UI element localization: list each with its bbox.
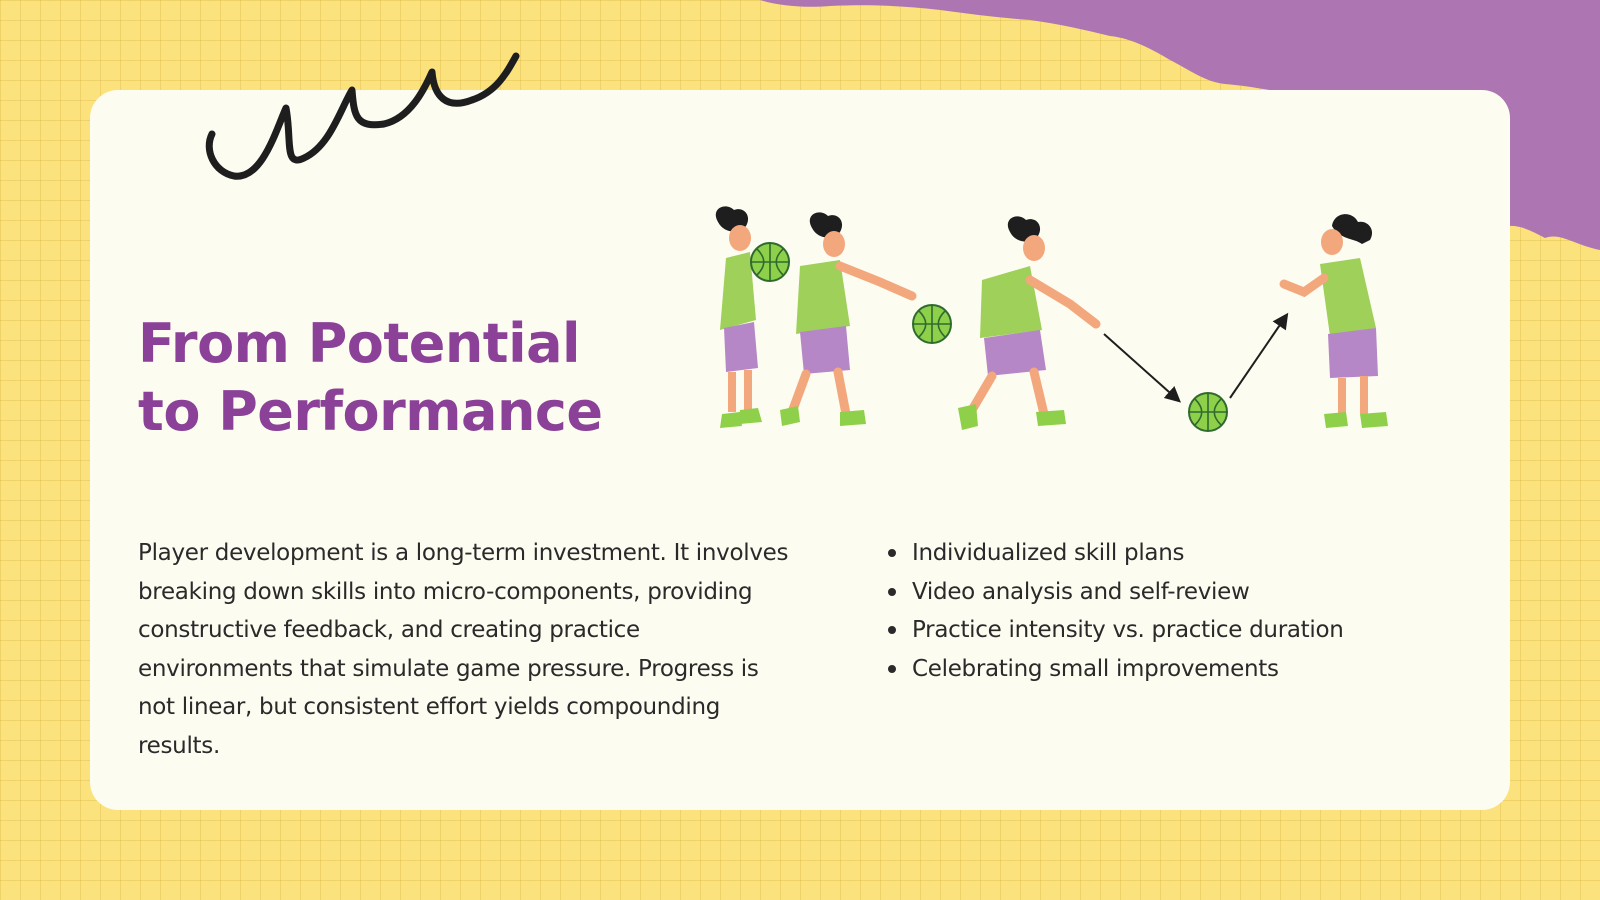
- basketball-passing-sequence-illustration: [715, 206, 1388, 432]
- pass-arrow-down: [1103, 333, 1181, 403]
- list-item: Video analysis and self-review: [888, 573, 1344, 612]
- list-item: Individualized skill plans: [888, 534, 1344, 573]
- player-figure-2: [780, 212, 917, 426]
- title-line-2: to Performance: [138, 380, 603, 443]
- content-card: [90, 90, 1510, 810]
- body-paragraph: Player development is a long-term invest…: [138, 540, 789, 759]
- basketball-icon: [912, 304, 952, 344]
- player-figure-3: [958, 216, 1101, 430]
- list-item: Celebrating small improvements: [888, 650, 1344, 689]
- title-line-1: From Potential: [138, 312, 581, 375]
- player-figure-1: [715, 206, 762, 428]
- pass-arrow-up: [1229, 312, 1289, 399]
- list-item: Practice intensity vs. practice duration: [888, 611, 1344, 650]
- bullet-list: Individualized skill plans Video analysi…: [888, 534, 1344, 688]
- player-figure-4: [1279, 214, 1388, 428]
- slide-title: From Potential to Performance: [138, 310, 603, 446]
- basketball-icon: [750, 242, 790, 282]
- basketball-icon: [1188, 392, 1228, 432]
